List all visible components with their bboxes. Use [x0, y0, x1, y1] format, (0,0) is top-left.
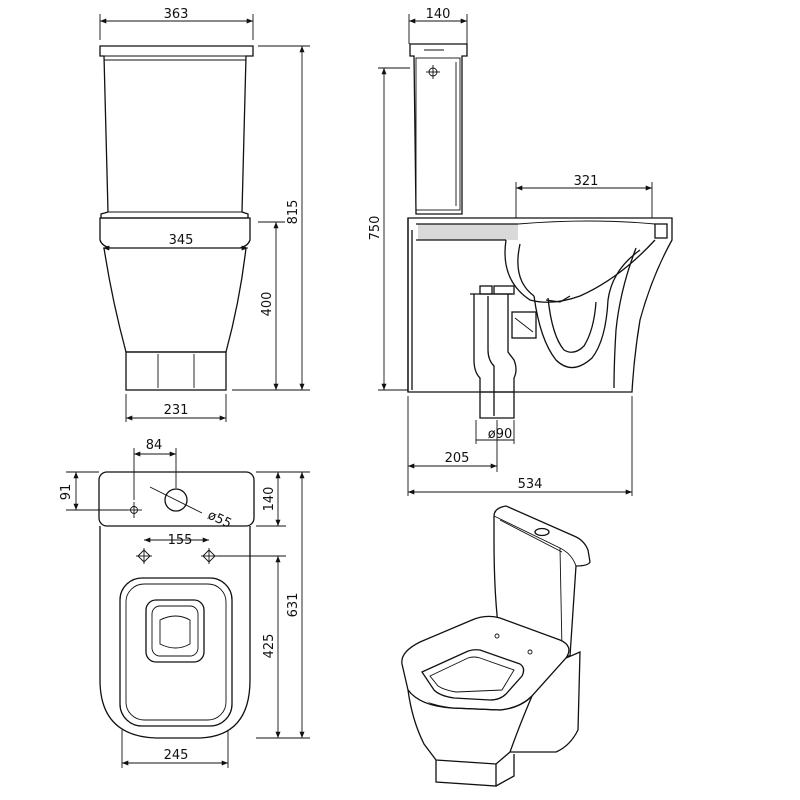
- front-view: 363 815 345 400 231: [99, 7, 310, 422]
- dim-plan-button-hole: ø55: [205, 508, 234, 532]
- dim-plan-fixing-spacing: 155: [168, 533, 193, 548]
- side-bowl-interior: [504, 239, 656, 303]
- plan-rim-outer: [119, 577, 233, 727]
- front-bowl-outline: [103, 247, 247, 353]
- side-outlet-pipe: [473, 294, 517, 419]
- iso-bowl-opening: [421, 649, 525, 701]
- front-cistern-outline: [99, 45, 254, 219]
- dim-plan-base-width: 245: [164, 748, 189, 763]
- side-body-outline: [407, 217, 673, 393]
- dim-side-total-depth: 534: [518, 477, 543, 492]
- dim-front-top-width: 363: [164, 7, 189, 22]
- plan-fixing-hole-left: [136, 548, 152, 564]
- dim-side-height: 750: [368, 216, 383, 241]
- dim-front-bowl-height: 400: [260, 292, 275, 317]
- plan-flush-button: [164, 488, 188, 512]
- plan-bowl-outline: [99, 526, 251, 739]
- plan-water-opening: [145, 599, 205, 663]
- iso-body: [407, 651, 581, 765]
- dim-side-bowl-depth: 321: [574, 174, 599, 189]
- plan-cistern-lid: [98, 471, 255, 527]
- side-cistern-outline: [409, 43, 468, 215]
- dim-front-total-height: 815: [286, 200, 301, 225]
- side-view: 140 750: [368, 7, 673, 496]
- front-pedestal-base: [125, 351, 227, 391]
- iso-cistern: [493, 505, 591, 657]
- plan-view: 84 91 ø55 140 155 425 631 245: [59, 438, 310, 768]
- dim-plan-hole-offset-x: 84: [146, 438, 163, 453]
- dim-plan-total-length: 631: [286, 593, 301, 618]
- dim-front-seat-width: 345: [169, 233, 194, 248]
- isometric-view: [401, 505, 591, 787]
- dim-plan-bowl-length: 425: [262, 634, 277, 659]
- plan-fixing-hole-right: [201, 548, 217, 564]
- side-trapway: [533, 249, 641, 369]
- dim-plan-tank-depth: 140: [262, 487, 277, 512]
- dim-side-outlet-offset: 205: [445, 451, 470, 466]
- dim-side-tank-depth: 140: [426, 7, 451, 22]
- dim-side-outlet-diameter: ø90: [488, 427, 513, 442]
- dim-front-base-width: 231: [164, 403, 189, 418]
- dim-plan-hole-offset-y: 91: [59, 484, 74, 501]
